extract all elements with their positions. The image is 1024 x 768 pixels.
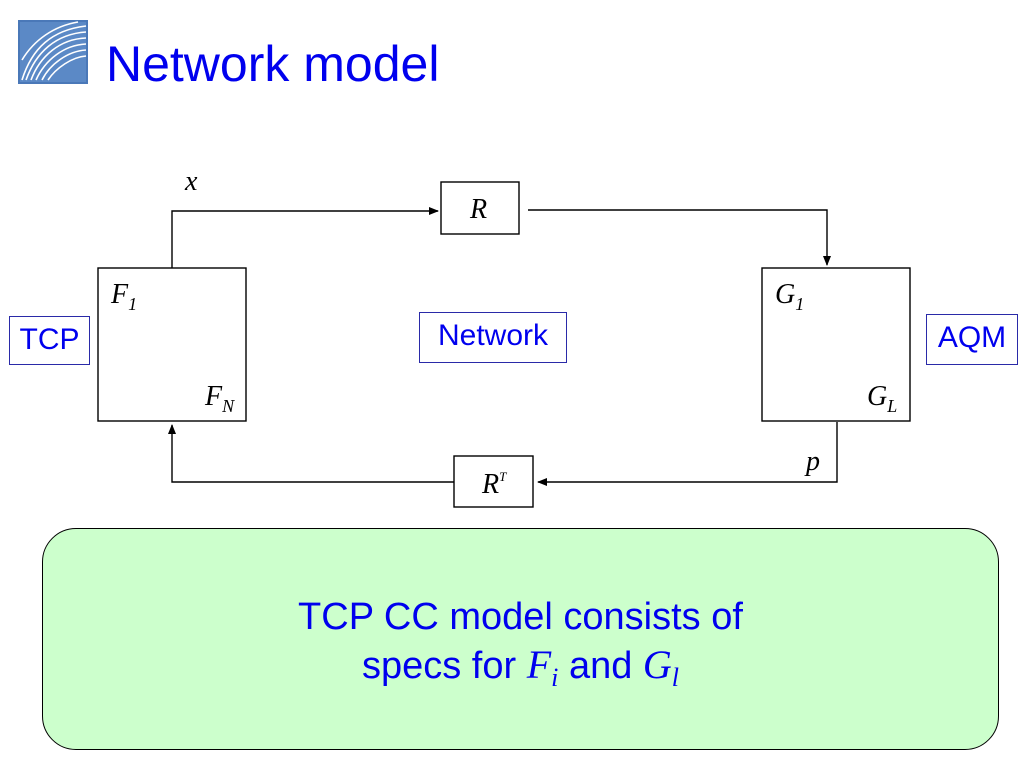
feedback-to-tcp-wire <box>168 424 454 483</box>
f1-subscript: 1 <box>128 294 137 314</box>
gl-subscript: L <box>886 396 897 416</box>
rate-signal-label: x <box>184 166 198 197</box>
routing-matrix-symbol: R <box>469 194 487 225</box>
fi-symbol: Fi <box>526 642 559 692</box>
fn-base: F <box>204 381 223 412</box>
summary-prefix: specs for <box>361 645 517 687</box>
logo-graphic <box>18 20 88 84</box>
network-label: Network <box>419 312 567 363</box>
f1-base: F <box>110 279 129 310</box>
g1-subscript: 1 <box>795 294 804 314</box>
forward-to-aqm-wire <box>528 209 831 266</box>
source-block <box>97 267 247 422</box>
fi-subscript: i <box>551 663 559 692</box>
routing-matrix-block <box>440 181 520 235</box>
fi-base: F <box>526 642 552 687</box>
gl-note-subscript: l <box>671 663 680 692</box>
g1-base: G <box>775 279 795 310</box>
summary-and: and <box>568 645 633 687</box>
link-bottom-symbol: GL <box>867 381 897 416</box>
price-signal-label: p <box>804 446 820 477</box>
summary-text: TCP CC model consists of specs for Fi an… <box>43 593 998 702</box>
summary-callout: TCP CC model consists of specs for Fi an… <box>42 528 999 750</box>
gl-base: G <box>867 381 887 412</box>
link-top-symbol: G1 <box>775 279 804 314</box>
transpose-routing-block <box>453 455 534 508</box>
gl-symbol: Gl <box>642 642 679 692</box>
tcp-label: TCP <box>9 316 90 365</box>
forward-path-wire <box>171 207 439 268</box>
gl-note-base: G <box>642 642 672 687</box>
slide-title: Network model <box>106 36 440 92</box>
transpose-symbol-base: R <box>481 469 499 500</box>
transpose-superscript: T <box>499 469 507 484</box>
feedback-path-wire <box>537 422 838 486</box>
summary-line-1: TCP CC model consists of <box>298 596 743 638</box>
logo <box>18 20 88 84</box>
source-bottom-symbol: FN <box>204 381 235 416</box>
fn-subscript: N <box>221 396 235 416</box>
link-block <box>761 267 911 422</box>
summary-line-2: specs for Fi and Gl <box>43 641 998 702</box>
source-top-symbol: F1 <box>110 279 137 314</box>
aqm-label: AQM <box>926 314 1018 365</box>
transpose-routing-symbol: RT <box>481 469 507 500</box>
